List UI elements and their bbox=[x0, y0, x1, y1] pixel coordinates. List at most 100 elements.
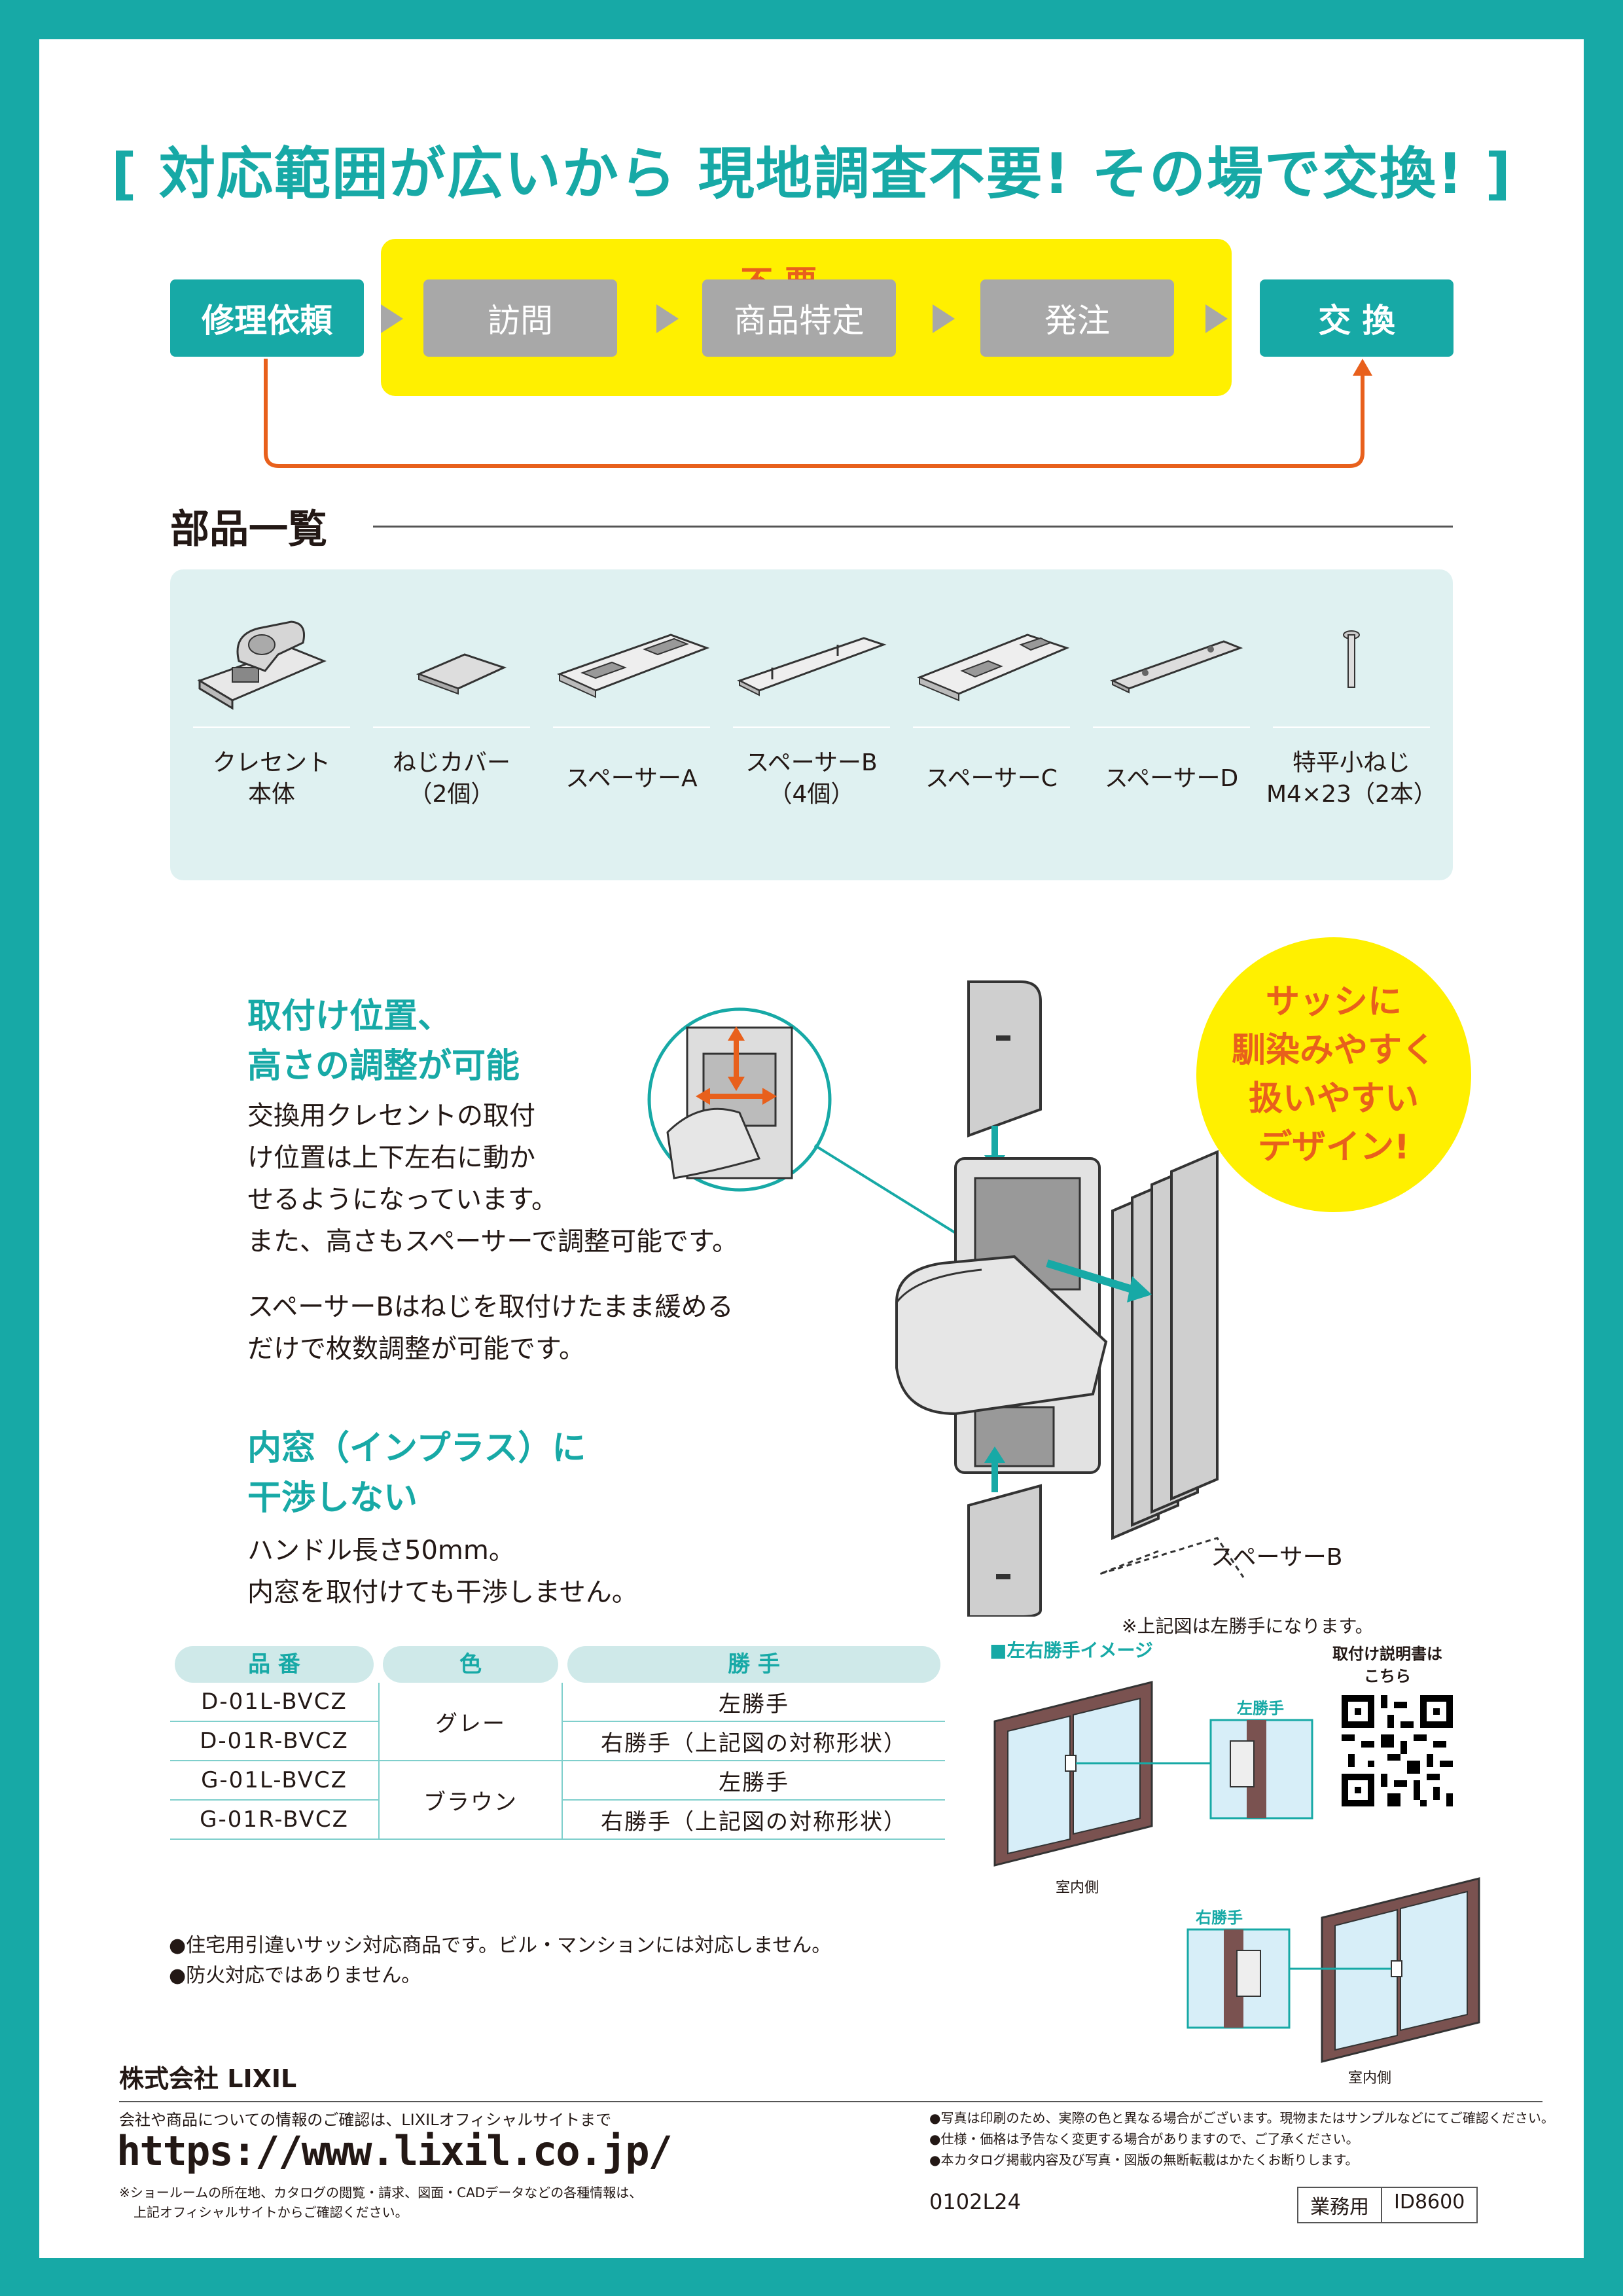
page-sheet: [ 対応範囲が広いから 現地調査不要! その場で交換! ] 不 要 修理依頼 訪… bbox=[39, 39, 1584, 2258]
disclaimers: ●写真は印刷のため、実際の色と異なる場合がございます。現物またはサンプルなどにて… bbox=[929, 2108, 1554, 2170]
part-divider bbox=[913, 726, 1070, 728]
design-badge: サッシに 馴染みやすく 扱いやすい デザイン! bbox=[1196, 937, 1471, 1212]
part-divider bbox=[1273, 726, 1430, 728]
feature2-body-line: 内窓を取付けても干渉しません。 bbox=[247, 1577, 638, 1607]
note-line: ●防火対応ではありません。 bbox=[169, 1964, 421, 1987]
part-label-line: スペーサーB bbox=[745, 749, 878, 776]
part-divider bbox=[553, 726, 710, 728]
spacer-b-callout: スペーサーB bbox=[1211, 1544, 1343, 1571]
feature1-body-line: スペーサーBはねじを取付けたまま緩める bbox=[247, 1292, 734, 1322]
parts-title-rule bbox=[373, 526, 1453, 528]
part-label: クレセント本体 bbox=[187, 747, 357, 810]
qr-code-icon[interactable] bbox=[1342, 1695, 1453, 1806]
part-label-line: ねじカバー bbox=[392, 749, 510, 776]
feature1-title-line: 取付け位置、 bbox=[247, 997, 452, 1036]
spacer-b-icon bbox=[737, 637, 887, 696]
flow-step-request: 修理依頼 bbox=[170, 279, 364, 357]
site-url-link[interactable]: https://www.lixil.co.jp/ bbox=[116, 2127, 673, 2175]
product-notes: ●住宅用引違いサッシ対応商品です。ビル・マンションには対応しません。 ●防火対応… bbox=[169, 1931, 831, 1991]
part-label-line: スペーサーA bbox=[565, 765, 698, 792]
crescent-exploded-diagram bbox=[647, 980, 1245, 1617]
contact-text: 会社や商品についての情報のご確認は、LIXILオフィシャルサイトまで bbox=[119, 2111, 612, 2129]
spacer-a-icon bbox=[556, 634, 710, 698]
feature1-body-line: 交換用クレセントの取付 bbox=[247, 1101, 535, 1131]
headline: [ 対応範囲が広いから 現地調査不要! その場で交換! ] bbox=[111, 141, 1512, 207]
bypass-arrow bbox=[264, 359, 1372, 468]
sub-note-line: ※ショールームの所在地、カタログの閲覧・請求、図面・CADデータなどの各種情報は… bbox=[119, 2185, 643, 2200]
feature1-body-line: また、高さもスペーサーで調整可能です。 bbox=[247, 1227, 738, 1257]
part-label: スペーサーB（4個） bbox=[726, 747, 897, 810]
flow-step-order: 発注 bbox=[980, 279, 1174, 357]
part-spacer-d: スペーサーD bbox=[1086, 569, 1257, 880]
badge-line: 馴染みやすく bbox=[1231, 1031, 1436, 1070]
part-divider bbox=[193, 726, 350, 728]
feature2-body: ハンドル長さ50mm。 内窓を取付けても干渉しません。 bbox=[247, 1530, 863, 1613]
part-spacer-b: スペーサーB（4個） bbox=[726, 569, 897, 880]
part-spacer-a: スペーサーA bbox=[546, 569, 717, 880]
feature1-title: 取付け位置、高さの調整が可能 bbox=[247, 992, 863, 1091]
feature1-body-line: せるようになっています。 bbox=[247, 1185, 558, 1215]
usage-label: 業務用 bbox=[1298, 2188, 1382, 2222]
indoor-label-upper: 室内側 bbox=[1056, 1880, 1099, 1896]
part-spacer-c: スペーサーC bbox=[906, 569, 1077, 880]
screw-cover-icon bbox=[416, 653, 507, 695]
right-hand-label: 右勝手 bbox=[1196, 1909, 1243, 1927]
feature2-title: 内窓（インプラス）に干渉しない bbox=[247, 1424, 863, 1523]
parts-panel: クレセント本体 ねじカバー （2個） スペーサーA bbox=[170, 569, 1453, 880]
part-label: ねじカバー （2個） bbox=[366, 747, 537, 810]
part-label-line: スペーサーC bbox=[925, 765, 1058, 792]
part-label: スペーサーD bbox=[1086, 763, 1257, 795]
spacer-c-icon bbox=[917, 634, 1070, 702]
sub-note-line: 上記オフィシャルサイトからご確認ください。 bbox=[134, 2204, 408, 2220]
table-row: D-01R-BVCZ 右勝手（上記図の対称形状） bbox=[170, 1722, 945, 1761]
part-screw-cover: ねじカバー （2個） bbox=[366, 569, 537, 880]
flow-step-exchange: 交 換 bbox=[1260, 279, 1454, 357]
table-row: G-01R-BVCZ 右勝手（上記図の対称形状） bbox=[170, 1801, 945, 1840]
flow-arrow-icon bbox=[933, 304, 955, 333]
part-label-line: （2個） bbox=[408, 781, 495, 808]
company-name: 株式会社 LIXIL bbox=[119, 2064, 297, 2093]
part-divider bbox=[373, 726, 530, 728]
catalog-code: 0102L24 bbox=[929, 2189, 1021, 2214]
feature1-block: 取付け位置、高さの調整が可能 交換用クレセントの取付 け位置は上下左右に動か せ… bbox=[247, 992, 863, 1370]
spec-code: G-01L-BVCZ bbox=[170, 1761, 378, 1801]
part-divider bbox=[733, 726, 890, 728]
spec-header-hand: 勝 手 bbox=[567, 1646, 940, 1683]
part-divider bbox=[1093, 726, 1250, 728]
feature1-body2: スペーサーBはねじを取付けたまま緩める だけで枚数調整が可能です。 bbox=[247, 1286, 863, 1370]
indoor-label-lower: 室内側 bbox=[1348, 2070, 1392, 2087]
feature2-block: 内窓（インプラス）に干渉しない ハンドル長さ50mm。 内窓を取付けても干渉しま… bbox=[247, 1424, 863, 1613]
part-label-line: クレセント bbox=[212, 749, 330, 776]
disclaimer-line: ●仕様・価格は予告なく変更する場合がありますので、ご了承ください。 bbox=[929, 2131, 1359, 2147]
qr-label-line: こちら bbox=[1364, 1667, 1411, 1685]
id-label: ID8600 bbox=[1394, 2191, 1465, 2214]
note-line: ●住宅用引違いサッシ対応商品です。ビル・マンションには対応しません。 bbox=[169, 1934, 832, 1957]
part-label: スペーサーA bbox=[546, 763, 717, 795]
table-row: G-01L-BVCZ ブラウン 左勝手 bbox=[170, 1761, 945, 1840]
feature2-title-line: 干渉しない bbox=[247, 1479, 418, 1518]
diagram-caption: ※上記図は左勝手になります。 bbox=[1122, 1615, 1374, 1637]
spec-code: D-01R-BVCZ bbox=[170, 1722, 378, 1761]
badge-line: 扱いやすい bbox=[1248, 1079, 1419, 1119]
spec-code: D-01L-BVCZ bbox=[170, 1683, 378, 1722]
feature2-title-line: 内窓（インプラス）に bbox=[247, 1429, 586, 1468]
flow-step-visit: 訪問 bbox=[423, 279, 617, 357]
spec-table: 品 番 色 勝 手 D-01L-BVCZ グレー 左勝手 D-01R-BVCZ … bbox=[170, 1646, 945, 1840]
spec-code: G-01R-BVCZ bbox=[170, 1801, 378, 1840]
spec-color: ブラウン bbox=[378, 1761, 563, 1840]
crescent-body-icon bbox=[197, 620, 327, 710]
spec-header-color: 色 bbox=[383, 1646, 558, 1683]
feature1-body: 交換用クレセントの取付 け位置は上下左右に動か せるようになっています。 また、… bbox=[247, 1095, 863, 1263]
usage-box: 業務用 ID8600 bbox=[1297, 2187, 1478, 2223]
feature1-body-line: だけで枚数調整が可能です。 bbox=[247, 1334, 585, 1364]
feature1-title-line: 高さの調整が可能 bbox=[247, 1047, 520, 1086]
part-label: スペーサーC bbox=[906, 763, 1077, 795]
part-label-line: 特平小ねじ bbox=[1292, 749, 1410, 776]
hand-image-illustration bbox=[993, 1681, 1480, 2063]
disclaimer-line: ●写真は印刷のため、実際の色と異なる場合がございます。現物またはサンプルなどにて… bbox=[929, 2110, 1554, 2126]
spec-color: グレー bbox=[378, 1683, 563, 1761]
badge-line: デザイン! bbox=[1258, 1128, 1410, 1167]
parts-title: 部品一覧 bbox=[170, 507, 327, 552]
